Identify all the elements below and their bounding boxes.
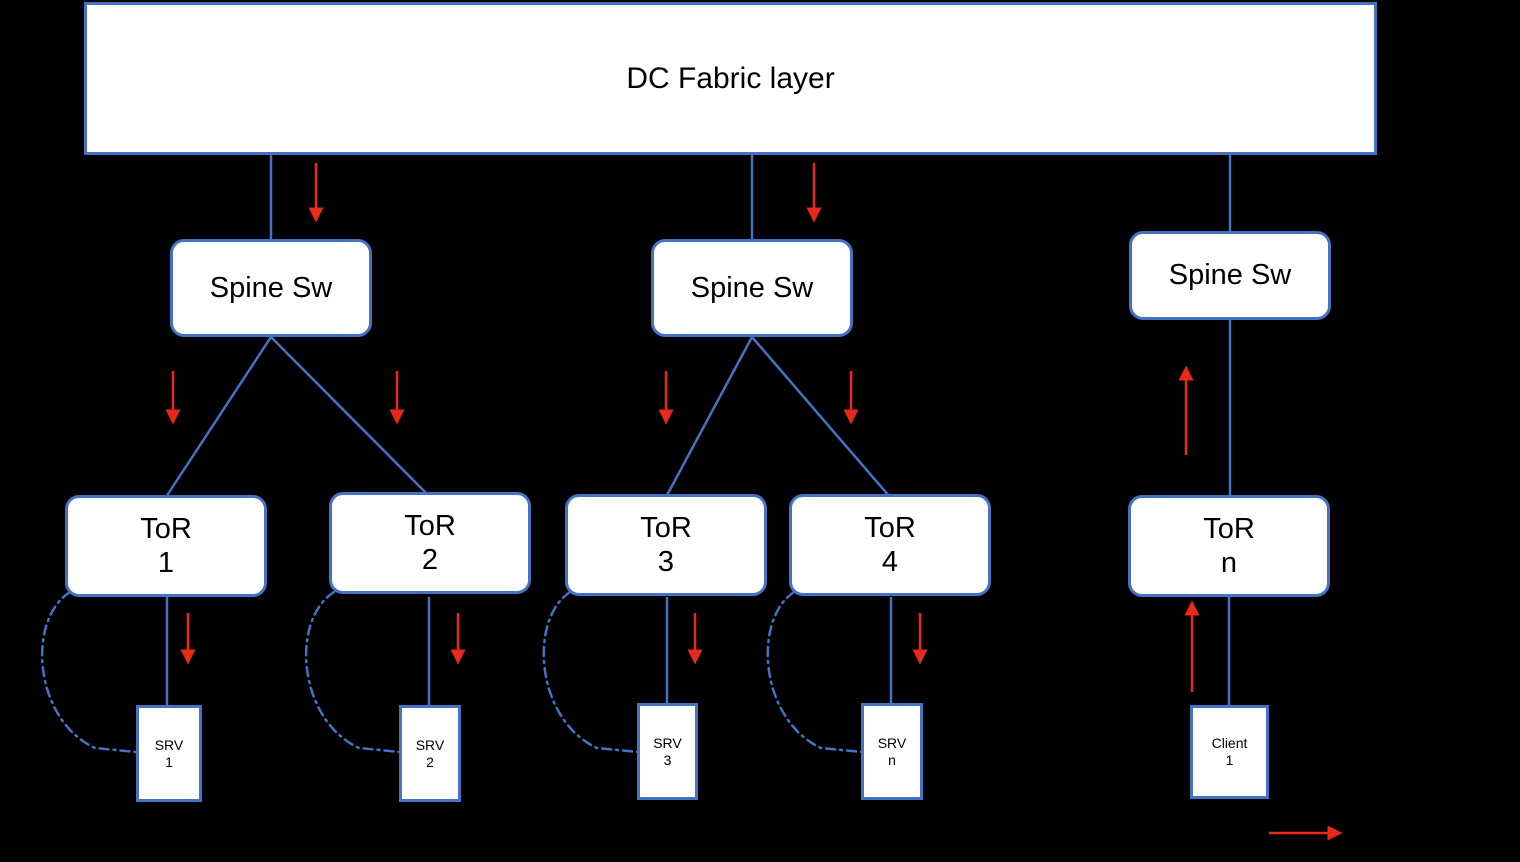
tor-switch-n-label-line2: n — [1220, 547, 1238, 579]
server-3-label-line2: 3 — [663, 751, 672, 768]
client-1-label-line1: Client — [1211, 735, 1248, 752]
spine-to-tor-links — [164, 320, 1232, 498]
tor-switch-1-box[interactable]: ToR 1 — [65, 495, 267, 597]
server-1-box[interactable]: SRV 1 — [136, 705, 202, 802]
tor-switch-4-label-line2: 4 — [881, 546, 899, 578]
tor-switch-3-label-line1: ToR — [640, 511, 692, 544]
tor-to-host-links — [165, 597, 1231, 705]
server-2-label-line1: SRV — [415, 736, 445, 753]
server-2-box[interactable]: SRV 2 — [399, 705, 461, 802]
tor-switch-1-label-line2: 1 — [157, 547, 175, 579]
client-1-box[interactable]: Client 1 — [1190, 705, 1269, 799]
tor-switch-1-label-line1: ToR — [140, 512, 192, 545]
tor-switch-n-label-line1: ToR — [1203, 512, 1255, 545]
dc-fabric-layer-label: DC Fabric layer — [626, 61, 835, 95]
tor-switch-2-label-line2: 2 — [421, 544, 439, 576]
tor-switch-2-box[interactable]: ToR 2 — [329, 492, 531, 594]
dc-fabric-layer-box[interactable]: DC Fabric layer — [84, 2, 1377, 155]
server-n-box[interactable]: SRV n — [861, 703, 923, 800]
server-3-label-line1: SRV — [653, 734, 682, 751]
server-1-label-line1: SRV — [154, 736, 184, 753]
tor-switch-n-box[interactable]: ToR n — [1128, 495, 1330, 597]
tor-switch-2-label-line1: ToR — [404, 509, 456, 542]
tor-switch-3-box[interactable]: ToR 3 — [565, 494, 767, 596]
server-2-label-line2: 2 — [426, 753, 434, 770]
client-1-label-line2: 1 — [1225, 752, 1234, 768]
server-n-label-line1: SRV — [877, 734, 907, 751]
server-1-label-line2: 1 — [165, 753, 173, 770]
server-n-label-line2: n — [888, 751, 896, 768]
fabric-to-spine-links — [269, 155, 1232, 239]
tor-switch-3-label-line2: 3 — [657, 546, 675, 578]
spine-switch-1-label: Spine Sw — [209, 271, 333, 304]
spine-switch-2-label: Spine Sw — [690, 271, 814, 304]
tor-switch-4-box[interactable]: ToR 4 — [789, 494, 991, 596]
spine-switch-2-box[interactable]: Spine Sw — [651, 239, 853, 337]
spine-switch-n-label: Spine Sw — [1168, 259, 1292, 292]
server-3-box[interactable]: SRV 3 — [637, 703, 698, 800]
spine-switch-1-box[interactable]: Spine Sw — [170, 239, 372, 337]
spine-switch-n-box[interactable]: Spine Sw — [1129, 231, 1331, 320]
tor-switch-4-label-line1: ToR — [864, 511, 916, 544]
